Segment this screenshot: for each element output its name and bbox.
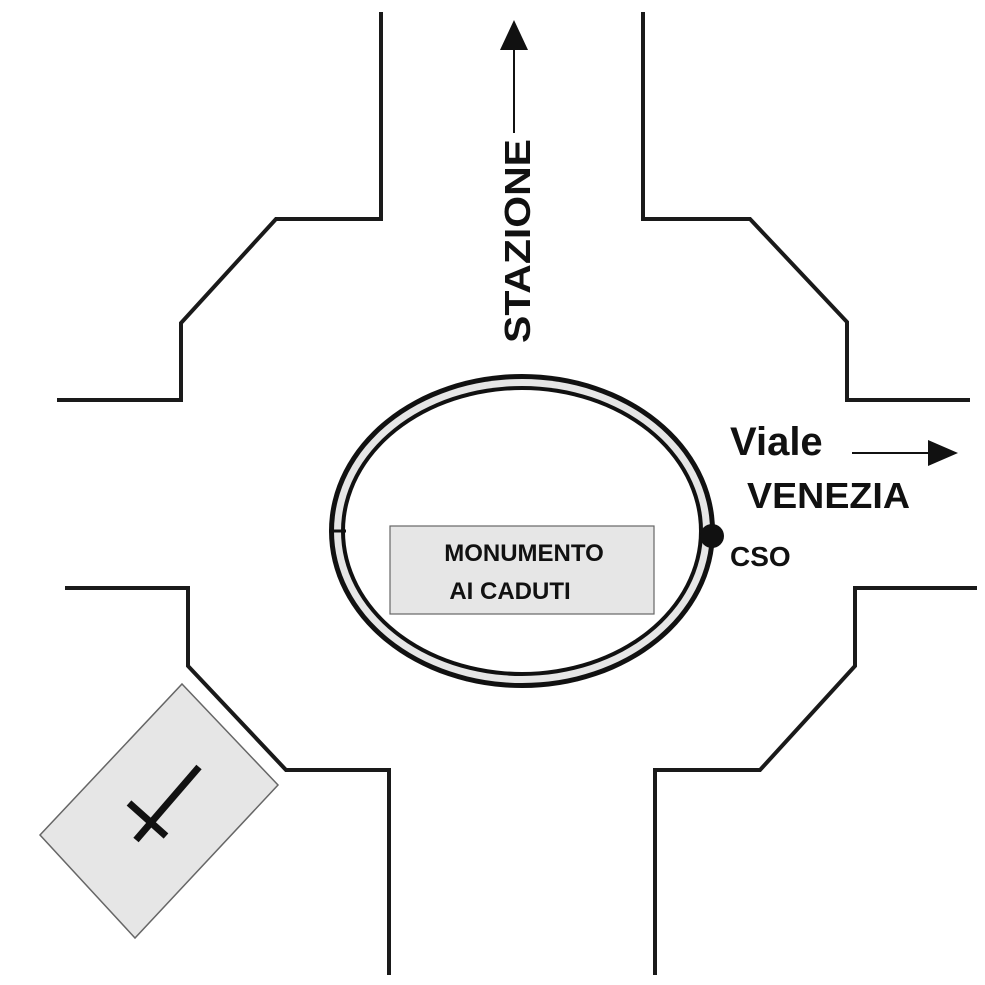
monument-label-line1: MONUMENTO <box>444 540 604 567</box>
road-edge-south-west <box>65 586 391 975</box>
monument: MONUMENTO AI CADUTI <box>389 525 655 615</box>
church-block <box>38 682 280 940</box>
east-road-label-line1: Viale <box>730 420 823 464</box>
road-edge-north-east <box>641 12 970 402</box>
arrow-up-icon <box>500 20 528 50</box>
stop-marker-label: CSO <box>730 541 791 572</box>
north-road-label: STAZIONE <box>497 139 538 343</box>
north-direction: STAZIONE <box>497 20 538 343</box>
bus-stop-dot-icon <box>700 524 724 548</box>
monument-label-line2: AI CADUTI <box>449 578 570 605</box>
road-edge-south-east <box>653 586 977 975</box>
cross-icon <box>126 764 202 843</box>
east-direction: Viale VENEZIA <box>730 420 958 516</box>
east-road-label-line2: VENEZIA <box>747 475 910 516</box>
road-edge-north-west <box>57 12 383 402</box>
arrow-right-icon <box>928 440 958 466</box>
